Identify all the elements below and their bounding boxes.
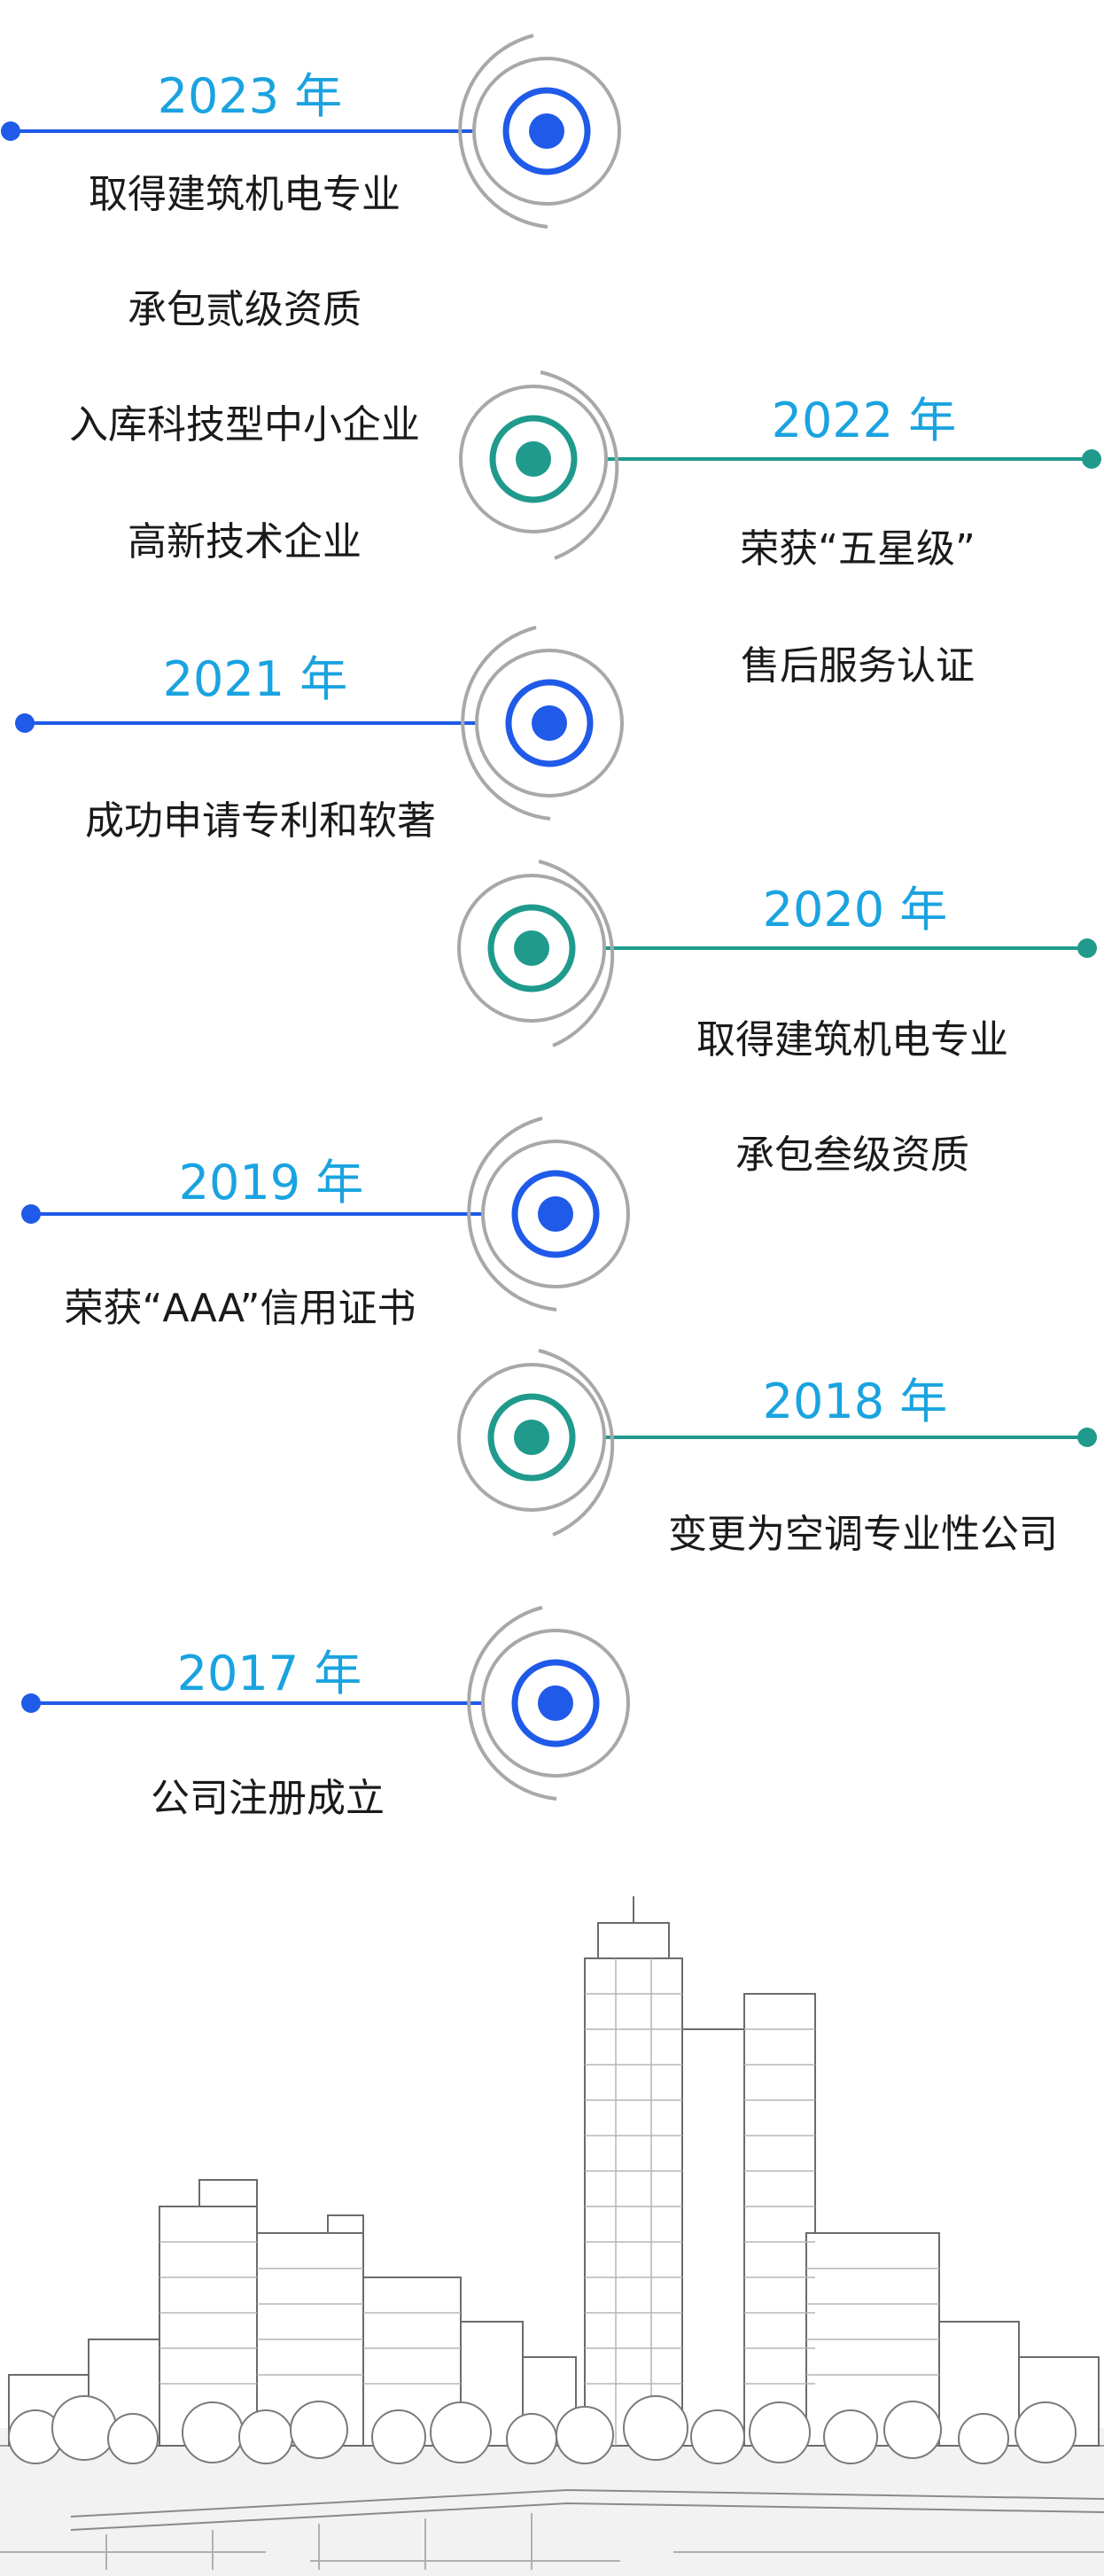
milestone-2017-center-dot: [538, 1685, 573, 1721]
milestone-2021-marker: [15, 626, 624, 821]
milestone-2022-end-dot: [1082, 449, 1101, 469]
milestone-2023-start-dot: [1, 121, 20, 141]
milestone-2019-marker: [21, 1117, 630, 1311]
milestone-2020-center-dot: [514, 930, 549, 966]
milestone-2018-center-dot: [514, 1420, 549, 1455]
milestone-2017-start-dot: [21, 1693, 41, 1713]
milestone-2018-marker: [457, 1349, 1097, 1537]
milestone-2023-text-3: 入库科技型中小企业: [69, 402, 420, 447]
milestone-2020-text-2: 承包叁级资质: [735, 1132, 969, 1178]
milestone-2022-outer-arc: [540, 370, 619, 560]
milestone-2019-text-1: 荣获“AAA”信用证书: [64, 1286, 416, 1331]
milestone-2021-center-dot: [532, 705, 567, 741]
milestone-2023-year: 2023 年: [157, 68, 343, 124]
milestone-2019-year: 2019 年: [178, 1155, 364, 1210]
milestone-2017-year: 2017 年: [176, 1646, 362, 1701]
milestone-2018-year: 2018 年: [762, 1374, 948, 1429]
milestone-2021-outer-arc: [461, 626, 551, 821]
milestone-2019-outer-arc: [467, 1117, 557, 1311]
milestone-2020-year: 2020 年: [762, 882, 948, 938]
milestone-2022-marker: [459, 370, 1101, 560]
city-skyline-illustration: [0, 1896, 1104, 2576]
milestone-2021-text-1: 成功申请专利和软著: [85, 798, 436, 844]
milestone-2020-outer-arc: [538, 860, 615, 1047]
milestone-2018-outer-arc: [538, 1349, 615, 1537]
milestone-2017-marker: [21, 1606, 630, 1801]
milestone-2018-end-dot: [1077, 1428, 1097, 1447]
milestone-2023-text-2: 承包贰级资质: [128, 287, 362, 332]
milestone-2022-text-2: 售后服务认证: [741, 643, 975, 689]
milestone-2019-start-dot: [21, 1204, 41, 1224]
milestone-2021-year: 2021 年: [162, 651, 348, 707]
milestone-2023-marker: [1, 34, 621, 229]
milestone-2017-text-1: 公司注册成立: [151, 1776, 385, 1821]
milestone-2021-start-dot: [15, 713, 35, 733]
milestone-2023-text-1: 取得建筑机电专业: [89, 172, 400, 217]
milestone-2023-text-4: 高新技术企业: [128, 519, 362, 564]
milestone-2020-marker: [457, 860, 1097, 1047]
milestone-2020-end-dot: [1077, 938, 1097, 958]
milestone-2022-text-1: 荣获“五星级”: [740, 526, 976, 572]
milestone-2022-center-dot: [516, 441, 551, 477]
timeline-graphics: [1, 34, 1101, 1801]
milestone-2020-text-1: 取得建筑机电专业: [696, 1017, 1008, 1062]
milestone-2023-center-dot: [529, 113, 564, 149]
milestone-2022-year: 2022 年: [771, 393, 957, 448]
milestone-2023-outer-arc: [458, 34, 548, 229]
milestone-2017-outer-arc: [467, 1606, 557, 1801]
milestone-2019-center-dot: [538, 1196, 573, 1232]
milestone-2018-text-1: 变更为空调专业性公司: [668, 1512, 1058, 1557]
